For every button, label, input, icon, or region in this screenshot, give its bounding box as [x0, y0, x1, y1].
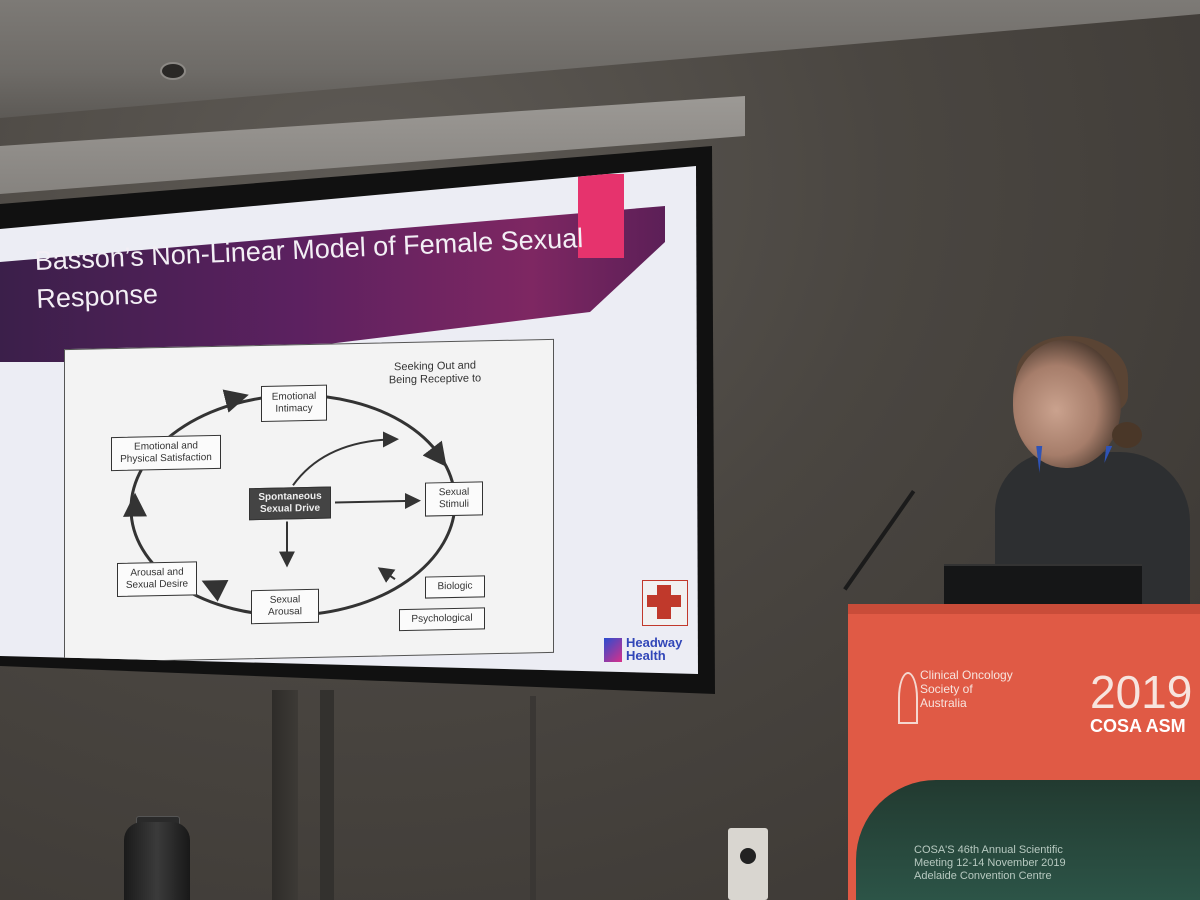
drive-to-cycle-arrow — [292, 431, 399, 486]
node-arousal-sexual-desire: Arousal and Sexual Desire — [117, 561, 197, 598]
node-spontaneous-sexual-drive: Spontaneous Sexual Drive — [249, 486, 331, 521]
organisation-logo — [642, 580, 688, 626]
node-sexual-arousal: Sexual Arousal — [251, 588, 319, 625]
headway-health-logo: Headway Health — [604, 636, 694, 668]
node-biologic: Biologic — [425, 575, 485, 599]
response-cycle-diagram: Seeking Out and Being Receptive to Emoti… — [64, 338, 554, 664]
headway-logo-text: Headway Health — [626, 635, 683, 663]
lectern-top — [848, 604, 1200, 614]
conference-year: 2019 — [1090, 666, 1193, 718]
screen-stand-leg — [272, 690, 298, 900]
ceiling-light — [160, 62, 186, 80]
biologic-arrow — [377, 567, 396, 583]
drive-to-stimuli-arrow — [335, 492, 421, 509]
node-sexual-stimuli: Sexual Stimuli — [425, 481, 483, 517]
cycle-arrow-bottom — [201, 580, 229, 602]
node-emotional-intimacy: Emotional Intimacy — [261, 384, 327, 423]
presentation-slide: Basson’s Non-Linear Model of Female Sexu… — [0, 166, 698, 674]
seeking-receptive-note: Seeking Out and Being Receptive to — [388, 359, 482, 387]
wall-power-socket — [728, 828, 768, 900]
headway-mark-icon — [604, 638, 622, 662]
cycle-arrow-top — [222, 389, 249, 413]
slide-accent-block — [578, 174, 624, 258]
cosa-logo-icon — [898, 672, 918, 724]
node-emotional-physical-satisfaction: Emotional and Physical Satisfaction — [111, 434, 221, 472]
cosa-organisation-name: Clinical Oncology Society of Australia — [920, 668, 1013, 710]
cycle-arrow-right — [422, 440, 447, 467]
water-bottle — [124, 822, 190, 900]
screen-stand-leg — [320, 690, 334, 900]
presenter-face — [1013, 340, 1121, 468]
conference-name: COSA ASM — [1090, 716, 1186, 736]
conference-details: COSA'S 46th Annual Scientific Meeting 12… — [914, 844, 1066, 882]
node-psychological: Psychological — [399, 607, 485, 632]
laptop — [944, 564, 1142, 608]
presenter-hair-bun — [1112, 422, 1142, 448]
lectern-green-panel — [856, 780, 1200, 900]
wall-panel-seam — [530, 696, 536, 900]
